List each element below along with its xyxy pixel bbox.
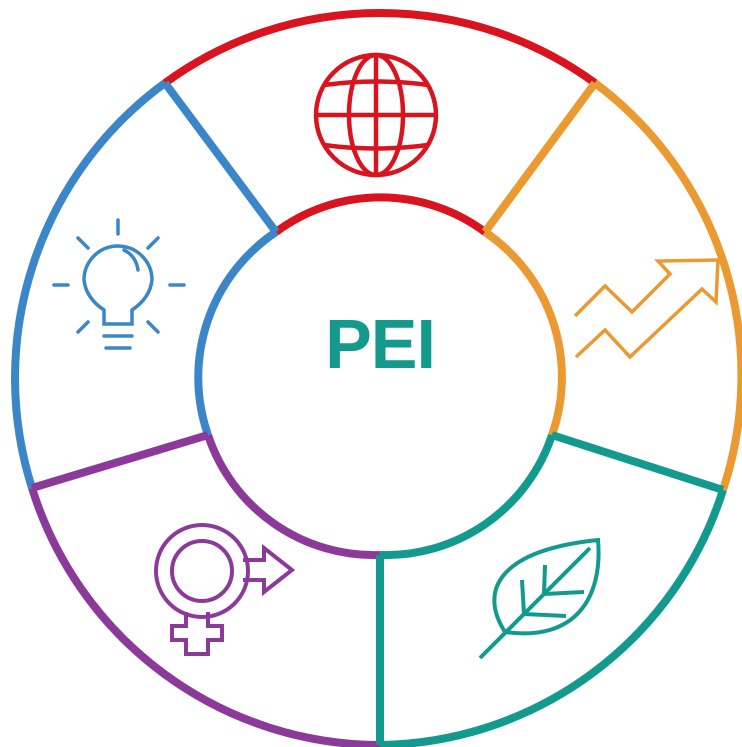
outer-arc-growth: [592, 79, 742, 492]
gender-symbol-icon: [154, 523, 296, 656]
divider-growth-environment: [550, 431, 725, 494]
inner-arc-global: [273, 193, 488, 236]
inner-arc-environment: [379, 433, 556, 560]
outer-arc-global: [162, 9, 598, 87]
globe-icon: [313, 52, 439, 178]
inner-arc-innovation: [194, 228, 279, 437]
trending-up-arrow-icon: [573, 258, 720, 360]
leaf-icon: [478, 537, 601, 660]
inner-arc-gender: [204, 433, 381, 560]
inner-ring: [194, 193, 566, 560]
outer-arc-innovation: [11, 79, 168, 490]
outer-arc-environment: [379, 488, 727, 747]
divider-innovation-global: [161, 80, 280, 235]
dividers: [30, 80, 725, 745]
divider-global-growth: [481, 80, 599, 235]
lightbulb-icon: [52, 218, 186, 350]
center-title: PEI: [325, 305, 435, 383]
outer-arc-gender: [28, 486, 381, 747]
outer-ring: [11, 9, 742, 747]
divider-gender-innovation: [30, 431, 210, 492]
inner-arc-growth: [482, 228, 566, 437]
